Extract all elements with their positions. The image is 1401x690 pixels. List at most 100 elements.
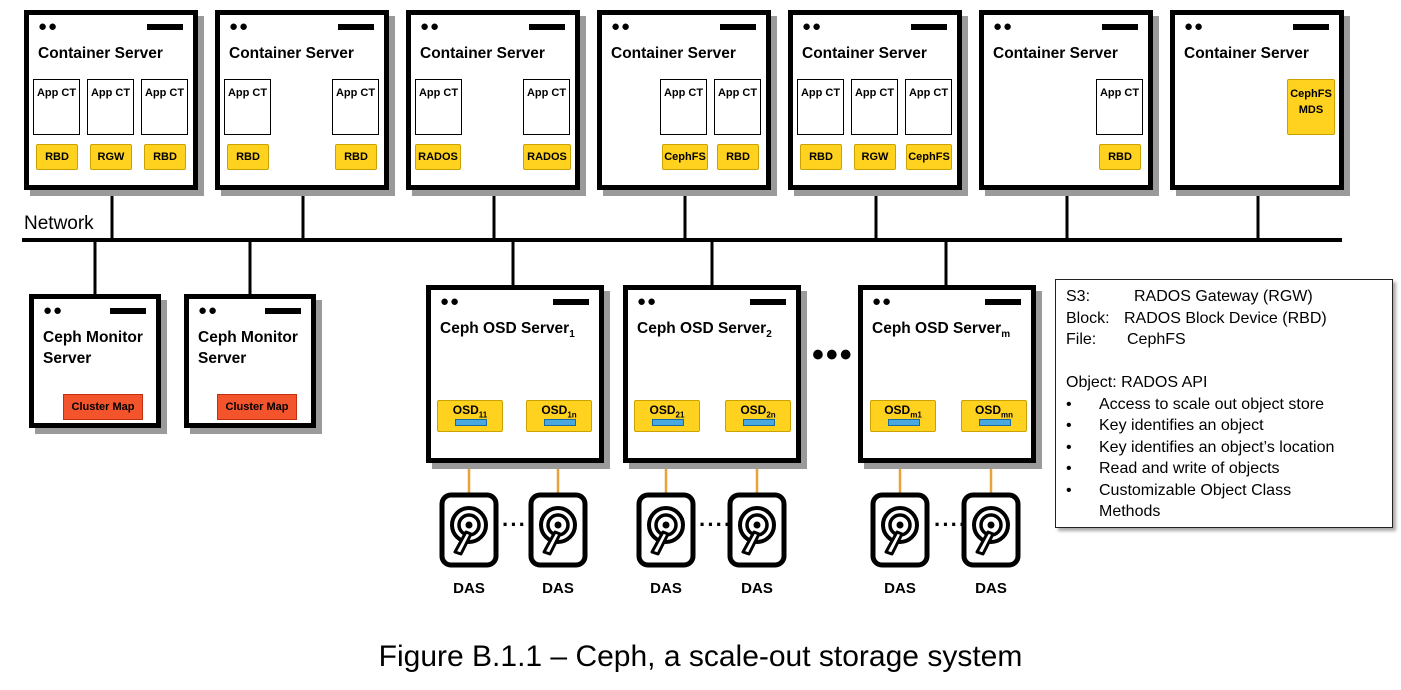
cephfs-service: CephFS [662, 144, 708, 170]
status-lights-icon: ●● [1184, 18, 1205, 35]
rbd-service: RBD [36, 144, 78, 170]
das-disk-icon [636, 492, 696, 568]
app-ct: App CT [332, 79, 379, 135]
drive-slot-icon [553, 299, 589, 305]
rbd-service: RBD [144, 144, 186, 170]
legend-bullet: •Key identifies an object [1066, 417, 1264, 434]
mds-line1: CephFS [1290, 88, 1332, 100]
server-title: Ceph Monitor Server [198, 327, 298, 369]
status-lights-icon: ●● [38, 18, 59, 35]
container-server-5: ●● Container Server App CT App CT App CT… [788, 10, 962, 190]
app-ct: App CT [33, 79, 80, 135]
osd-port-icon [455, 419, 487, 426]
drive-slot-icon [338, 24, 374, 30]
status-lights-icon: ●● [198, 302, 219, 319]
legend-s3: S3: RADOS Gateway (RGW) [1066, 286, 1382, 308]
legend-bullet: •Key identifies an object’s location [1066, 438, 1335, 456]
osd-device: OSD21 [634, 400, 700, 432]
cephfs-service: CephFS [906, 144, 952, 170]
app-ct: App CT [797, 79, 844, 135]
legend-value: RADOS Block Device (RBD) [1124, 309, 1327, 327]
more-osd-servers-ellipsis: ••• [812, 336, 854, 374]
cluster-map: Cluster Map [217, 394, 297, 420]
legend-block: Block: RADOS Block Device (RBD) [1066, 308, 1382, 330]
server-title: Container Server [38, 45, 163, 62]
osd-port-icon [652, 419, 684, 426]
legend-value: RADOS Gateway (RGW) [1134, 288, 1313, 305]
legend-file: File: CephFS [1066, 329, 1382, 351]
legend-object-heading: Object: RADOS API [1066, 374, 1208, 391]
network-label: Network [24, 213, 94, 234]
server-title-line1: Ceph Monitor [43, 329, 143, 346]
legend-bullet: •Customizable Object Class [1066, 481, 1292, 499]
server-title-line2: Server [43, 350, 92, 367]
osd-port-icon [743, 419, 775, 426]
ceph-monitor-server-2: ●● Ceph Monitor Server Cluster Map [184, 294, 316, 428]
legend-bullet: •Access to scale out object store [1066, 395, 1324, 413]
app-ct: App CT [87, 79, 134, 135]
legend-bullet: •Read and write of objects [1066, 460, 1280, 477]
ceph-monitor-server-1: ●● Ceph Monitor Server Cluster Map [29, 294, 161, 428]
server-title: Container Server [420, 45, 545, 62]
drive-slot-icon [110, 308, 146, 314]
drive-slot-icon [529, 24, 565, 30]
rados-service: RADOS [523, 144, 571, 170]
app-ct: App CT [523, 79, 570, 135]
container-server-2: ●● Container Server App CT App CT RBD RB… [215, 10, 389, 190]
server-title: Ceph OSD Server1 [440, 320, 575, 341]
rbd-service: RBD [717, 144, 759, 170]
app-ct: App CT [851, 79, 898, 135]
osd-port-icon [979, 419, 1011, 426]
osd-device: OSDm1 [870, 400, 936, 432]
server-title-line1: Ceph Monitor [198, 329, 298, 346]
status-lights-icon: ●● [637, 293, 658, 310]
status-lights-icon: ●● [229, 18, 250, 35]
legend-value: CephFS [1127, 331, 1186, 348]
app-ct: App CT [714, 79, 761, 135]
ceph-osd-server-1: ●● Ceph OSD Server1 OSD11 OSD1n [426, 285, 604, 463]
legend-box: S3: RADOS Gateway (RGW) Block: RADOS Blo… [1055, 279, 1393, 528]
drive-slot-icon [750, 299, 786, 305]
status-lights-icon: ●● [802, 18, 823, 35]
drive-slot-icon [1293, 24, 1329, 30]
server-title: Ceph OSD Serverm [872, 320, 1011, 341]
legend-bullet-continuation: Methods [1099, 503, 1161, 520]
drive-slot-icon [911, 24, 947, 30]
status-lights-icon: ●● [420, 18, 441, 35]
container-server-6: ●● Container Server App CT RBD [979, 10, 1153, 190]
app-ct: App CT [660, 79, 707, 135]
container-server-3: ●● Container Server App CT App CT RADOS … [406, 10, 580, 190]
das-label: DAS [741, 580, 773, 597]
legend-key: S3: [1066, 288, 1091, 305]
drive-slot-icon [985, 299, 1021, 305]
das-disk-icon [727, 492, 787, 568]
server-title: Container Server [1184, 45, 1309, 62]
osd-port-icon [544, 419, 576, 426]
server-title: Container Server [611, 45, 736, 62]
rbd-service: RBD [1099, 144, 1141, 170]
das-label: DAS [453, 580, 485, 597]
app-ct: App CT [1096, 79, 1143, 135]
app-ct: App CT [141, 79, 188, 135]
figure-caption: Figure B.1.1 – Ceph, a scale-out storage… [378, 640, 1023, 673]
osd-device: OSD1n [526, 400, 592, 432]
rbd-service: RBD [227, 144, 269, 170]
rados-service: RADOS [415, 144, 461, 170]
rgw-service: RGW [90, 144, 132, 170]
das-disk-icon [961, 492, 1021, 568]
status-lights-icon: ●● [993, 18, 1014, 35]
app-ct: App CT [905, 79, 952, 135]
server-title: Container Server [993, 45, 1118, 62]
legend-key: Block: [1066, 309, 1110, 327]
status-lights-icon: ●● [440, 293, 461, 310]
server-title: Container Server [802, 45, 927, 62]
app-ct: App CT [415, 79, 462, 135]
das-label: DAS [650, 580, 682, 597]
status-lights-icon: ●● [43, 302, 64, 319]
drive-slot-icon [1102, 24, 1138, 30]
status-lights-icon: ●● [872, 293, 893, 310]
ceph-osd-server-2: ●● Ceph OSD Server2 OSD21 OSD2n [623, 285, 801, 463]
drive-slot-icon [265, 308, 301, 314]
server-title-line2: Server [198, 350, 247, 367]
